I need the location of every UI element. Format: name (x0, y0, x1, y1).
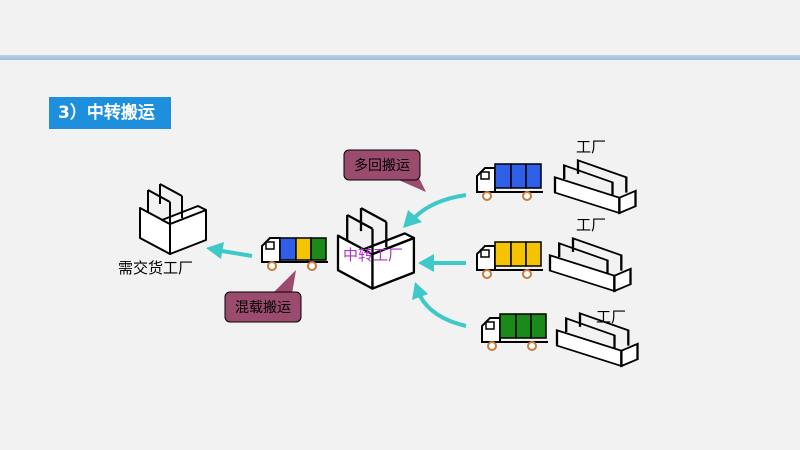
arrow-to-demand-factory (206, 242, 253, 259)
top-supplier-factory-label: 工厂 (576, 138, 606, 156)
mixed-load-callout-text: 混载搬运 (235, 300, 291, 316)
multi-return-callout: 多回搬运 (343, 149, 426, 192)
header-divider (0, 55, 800, 60)
mixed-load-callout: 混载搬运 (224, 270, 302, 323)
section-title: 3）中转搬运 (49, 97, 171, 129)
green-cargo-truck-icon (481, 313, 548, 351)
transfer-factory-label: 中转工厂 (343, 246, 403, 264)
middle-supplier-factory-label: 工厂 (576, 216, 606, 234)
arrow-from-bottom-factory (412, 282, 467, 328)
middle-supplier-factory-icon (548, 236, 632, 293)
bottom-supplier-factory-label: 工厂 (596, 308, 626, 326)
arrow-from-middle-factory (418, 254, 466, 272)
blue-cargo-truck-icon (476, 163, 543, 201)
demand-factory-label: 需交货工厂 (118, 259, 193, 277)
multi-return-callout-text: 多回搬运 (354, 157, 410, 174)
mixed-load-truck-icon (261, 237, 328, 271)
bottom-supplier-factory-icon (555, 311, 639, 368)
arrow-from-top-factory (403, 193, 467, 228)
demand-factory-icon (139, 183, 207, 255)
yellow-cargo-truck-icon (476, 241, 543, 279)
top-supplier-factory-icon (553, 158, 637, 215)
